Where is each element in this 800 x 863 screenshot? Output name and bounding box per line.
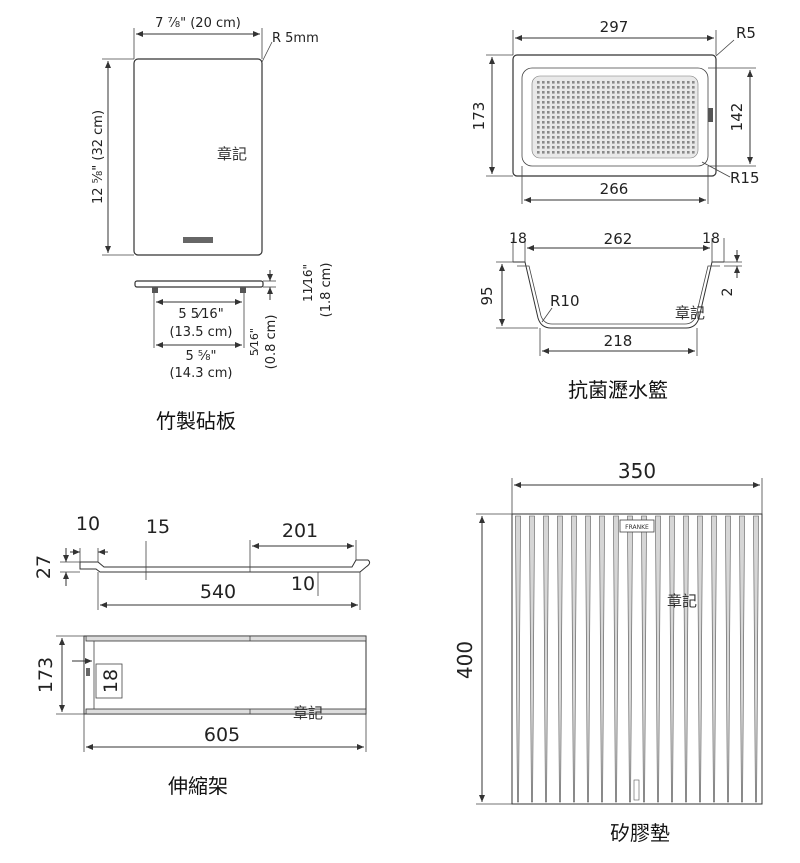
board-foot-outer-cm: (14.3 cm) — [169, 366, 232, 381]
board-foot-outer-inch: 5 ⅝" — [186, 349, 217, 364]
cutting-board-outline — [133, 58, 263, 256]
rack-thickness-label: 27 — [33, 555, 55, 579]
basket-inner-radius-label: R15 — [730, 169, 760, 187]
rack-min-length-label: 540 — [200, 581, 236, 603]
basket-section-outline — [513, 261, 724, 329]
board-foot-height-cm: (0.8 cm) — [264, 315, 279, 370]
rack-step-label: 10 — [291, 573, 315, 595]
basket-top-width-label: 297 — [600, 18, 629, 36]
board-foot-cm: (13.5 cm) — [169, 325, 232, 340]
drain-basket-panel: 297 R5 173 142 R15 266 18 262 18 — [470, 18, 760, 402]
rack-top-frame — [83, 635, 367, 715]
rack-rail-bottom — [85, 708, 367, 715]
basket-rim-height-label: 2 — [720, 288, 736, 297]
silicone-mat-caption: 矽膠墊 — [610, 821, 670, 845]
rack-inner-section-label: 201 — [282, 520, 318, 542]
rack-hook-label: 15 — [146, 516, 170, 538]
rack-watermark: 章記 — [293, 704, 323, 722]
basket-height-label: 95 — [478, 286, 496, 305]
board-foot-inch: 5 5⁄16" — [178, 307, 223, 322]
board-foot-left — [152, 287, 158, 293]
telescopic-rack-caption: 伸縮架 — [168, 774, 228, 798]
cutting-board-caption: 竹製砧板 — [156, 409, 236, 433]
board-thickness-inch: 11⁄16" — [301, 264, 315, 302]
board-radius-label: R 5mm — [272, 31, 319, 46]
basket-bottom-width-label: 266 — [600, 180, 629, 198]
basket-bottom-radius-label: R10 — [550, 292, 580, 310]
rack-end-gap-label: 10 — [76, 513, 100, 535]
rack-max-length-label: 605 — [204, 724, 240, 746]
board-foot-right — [240, 287, 246, 293]
basket-watermark: 章記 — [675, 304, 705, 322]
basket-corner-radius-label: R5 — [736, 24, 756, 42]
basket-brand-tag — [708, 108, 713, 122]
basket-inner-width-label: 262 — [604, 230, 633, 248]
board-width-label: 7 ⅞" (20 cm) — [155, 16, 241, 31]
cutting-board-side-view — [134, 280, 264, 288]
telescopic-rack-panel: 10 15 201 27 540 10 173 — [33, 513, 371, 798]
basket-inner-depth-label: 142 — [728, 103, 746, 132]
board-foot-height-inch: 5⁄16" — [248, 328, 261, 356]
rack-rail-top — [85, 635, 367, 642]
rack-side-profile — [79, 559, 371, 573]
rack-rail-label: 18 — [100, 669, 122, 693]
cutting-board-panel: 7 ⅞" (20 cm) R 5mm 12 ⅝" (32 cm) 章記 11⁄1… — [91, 16, 334, 433]
basket-depth-label: 173 — [470, 102, 488, 131]
silicone-mat-panel: FRANKE 350 400 章記 矽膠墊 — [453, 459, 763, 845]
mat-height-label: 400 — [453, 641, 477, 679]
basket-perforation-grid — [537, 81, 695, 154]
cutting-board-logo — [183, 237, 213, 243]
basket-rim-left-label: 18 — [509, 231, 527, 247]
silicone-mat-ribs — [515, 515, 759, 803]
basket-base-width-label: 218 — [604, 332, 633, 350]
board-thickness-cm: (1.8 cm) — [319, 263, 334, 318]
board-height-label: 12 ⅝" (32 cm) — [91, 110, 106, 204]
silicone-mat-outline — [511, 513, 763, 805]
rack-width-label: 173 — [35, 657, 57, 693]
mat-watermark: 章記 — [667, 592, 697, 610]
mat-brand-tag — [619, 519, 655, 533]
mat-width-label: 350 — [618, 459, 656, 483]
basket-rim-right-label: 18 — [702, 231, 720, 247]
mat-brand-tag-text: FRANKE — [625, 524, 649, 531]
board-watermark: 章記 — [217, 145, 247, 163]
drain-basket-caption: 抗菌瀝水籃 — [568, 378, 668, 402]
